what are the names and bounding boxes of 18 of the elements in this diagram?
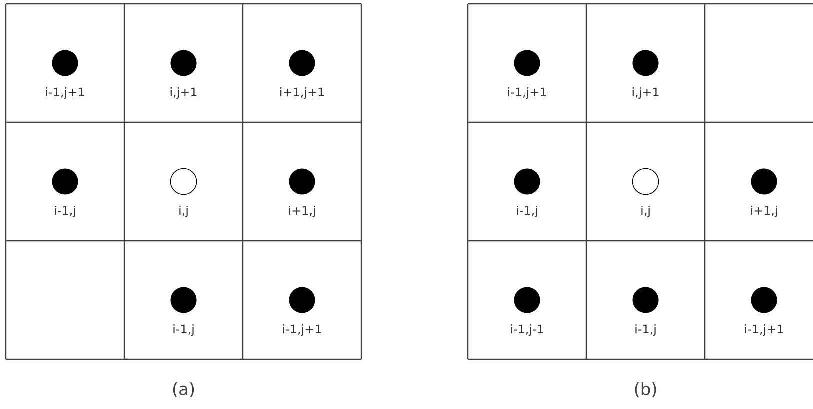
panel-caption: (b) (635, 382, 656, 398)
point-label: i,j (180, 206, 188, 218)
point-label: i-1,j-1 (511, 324, 544, 336)
point-label: i+1,j (751, 206, 778, 218)
point-label: i-1,j+1 (745, 324, 784, 336)
point-label: i-1,j+1 (46, 87, 84, 100)
point-label: i-1,j (636, 324, 656, 336)
point-label: i,j (642, 206, 650, 218)
point-label: i-1,j (174, 324, 194, 336)
point-label: i-1,j (55, 206, 76, 218)
point-label: i+1,j+1 (280, 87, 324, 100)
point-label: i,j+1 (632, 87, 659, 100)
point-label: i+1,j (289, 206, 316, 218)
point-label: i-1,j+1 (283, 324, 322, 336)
point-label: i-1,j (517, 206, 538, 218)
point-label: i,j+1 (170, 87, 197, 100)
point-label: i-1,j+1 (508, 87, 546, 100)
panel-caption: (a) (173, 382, 194, 398)
